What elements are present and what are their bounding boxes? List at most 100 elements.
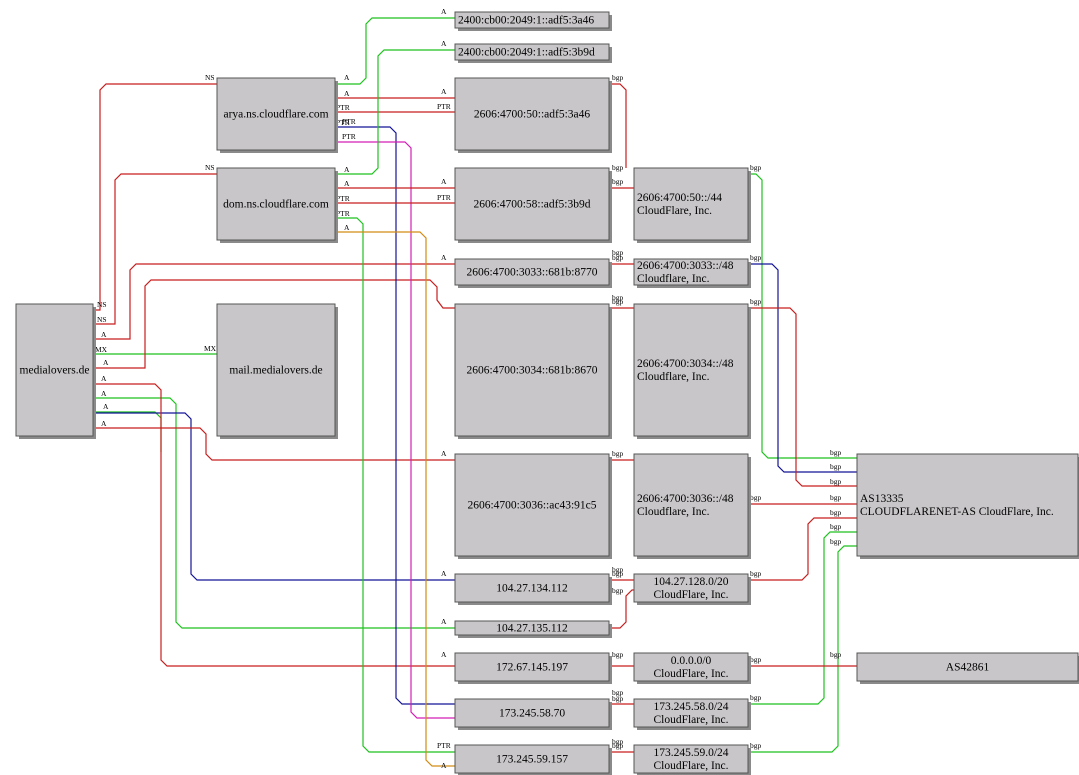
edge-bgp-line [748,545,857,753]
edge-label: bgp [830,522,842,531]
edge-label: bgp [612,737,624,746]
node-label: 2400:cb00:2049:1::adf5:3b9d [458,47,595,59]
edge-label: bgp [750,253,762,262]
node-box [633,167,749,241]
node-label: Cloudflare, Inc. [637,273,710,285]
edge-a-line [93,412,455,581]
edge-label: MX [95,345,108,354]
node-label: CloudFlare, Inc. [653,589,728,601]
edge-a-line [93,263,455,340]
edge-label: A [101,330,107,339]
edge-label: A [101,419,107,428]
node-label: AS42861 [946,662,990,674]
edge-bgp-line [748,307,857,487]
node-label: 172.67.145.197 [496,662,568,674]
edge-label: bgp [750,493,762,502]
node-label: 104.27.134.112 [496,583,568,595]
edge-label: bgp [612,163,624,172]
edge-label: bgp [612,297,624,306]
node-box [856,453,1079,557]
node-ip4-58: 173.245.58.70 [454,698,612,730]
node-box [454,453,610,557]
edge-label: bgp [612,694,624,703]
node-box [633,453,749,557]
node-label: arya.ns.cloudflare.com [223,109,328,121]
edge-label: bgp [612,650,624,659]
node-box [454,167,610,241]
edge-label: bgp [612,73,624,82]
edge-label: A [441,449,447,458]
edge-label: A [344,73,350,82]
node-box [633,258,749,286]
edge-ptr-line [335,217,455,753]
edge-label: bgp [612,449,624,458]
edge-bgp-line [748,263,857,473]
edge-label: MX [204,344,217,353]
edge-bgp-line [609,83,627,168]
node-box [15,303,94,437]
node-box [454,258,610,286]
edge-label: A [441,617,447,626]
edge-label: PTR [336,194,350,203]
edge-bgp-line [748,531,857,705]
node-box [633,573,749,603]
node-box [454,77,610,151]
edge-label: bgp [612,586,624,595]
edge-label: A [101,374,107,383]
edge-a-line [335,49,455,175]
node-label: 104.27.135.112 [496,623,568,635]
edge-label: bgp [750,297,762,306]
edge-a-line [335,231,455,767]
node-label: 2606:4700:3033::681b:8770 [467,267,598,279]
edge-label: A [441,253,447,262]
edge-label: PTR [342,117,356,126]
edge-label: bgp [612,569,624,578]
node-label: 2606:4700:3033::/48 [637,260,734,272]
edge-label: bgp [750,655,762,664]
edges-layer: NSNSMXAAAAAAAAAPTRPTRPTRAAPTRPTRAbgpbgpb… [93,7,857,770]
node-label: dom.ns.cloudflare.com [223,199,329,211]
node-ip6-50: 2606:4700:50::adf5:3a46 [454,77,612,153]
edge-label: bgp [612,741,624,750]
node-box [454,744,610,774]
node-label: 2606:4700:50::adf5:3a46 [474,109,591,121]
edge-label: bgp [750,569,762,578]
edge-a-line [93,411,162,452]
nodes-layer: medialovers.dearya.ns.cloudflare.comdom.… [15,11,1079,775]
node-ip6-3b9d-top: 2400:cb00:2049:1::adf5:3b9d [454,43,612,63]
edge-bgp-line [609,589,634,629]
edge-label: A [441,761,447,770]
edge-label: bgp [830,493,842,502]
node-label: 2606:4700:3034::/48 [637,358,734,370]
node-label: 173.245.59.0/24 [653,747,728,759]
edge-label: bgp [830,448,842,457]
node-label: CLOUDFLARENET-AS CloudFlare, Inc. [860,506,1054,518]
edge-label: A [101,389,107,398]
node-label: 173.245.58.70 [499,708,565,720]
node-ip6-58: 2606:4700:58::adf5:3b9d [454,167,612,243]
edge-label: NS [205,73,215,82]
edge-label: A [441,7,447,16]
edge-label: NS [97,315,107,324]
edge-label: A [441,39,447,48]
node-label: 2606:4700:50::/44 [637,192,722,204]
node-box [216,303,336,437]
node-label: Cloudflare, Inc. [637,506,710,518]
edge-bgp-line [748,173,857,459]
edge-ptr-line [335,126,455,705]
node-ip6-3a46-top: 2400:cb00:2049:1::adf5:3a46 [454,11,612,31]
node-ip4-134: 104.27.134.112 [454,573,612,605]
node-box [633,303,749,437]
node-ip4-59: 173.245.59.157 [454,744,612,775]
node-ip4-172: 172.67.145.197 [454,652,612,684]
node-ip6-3033: 2606:4700:3033::681b:8770 [454,258,612,288]
node-label: 173.245.58.0/24 [653,701,728,713]
node-label: Cloudflare, Inc. [637,371,710,383]
edge-label: PTR [336,103,350,112]
edge-label: bgp [612,248,624,257]
node-box [633,698,749,728]
node-box [454,573,610,603]
edge-label: bgp [750,163,762,172]
